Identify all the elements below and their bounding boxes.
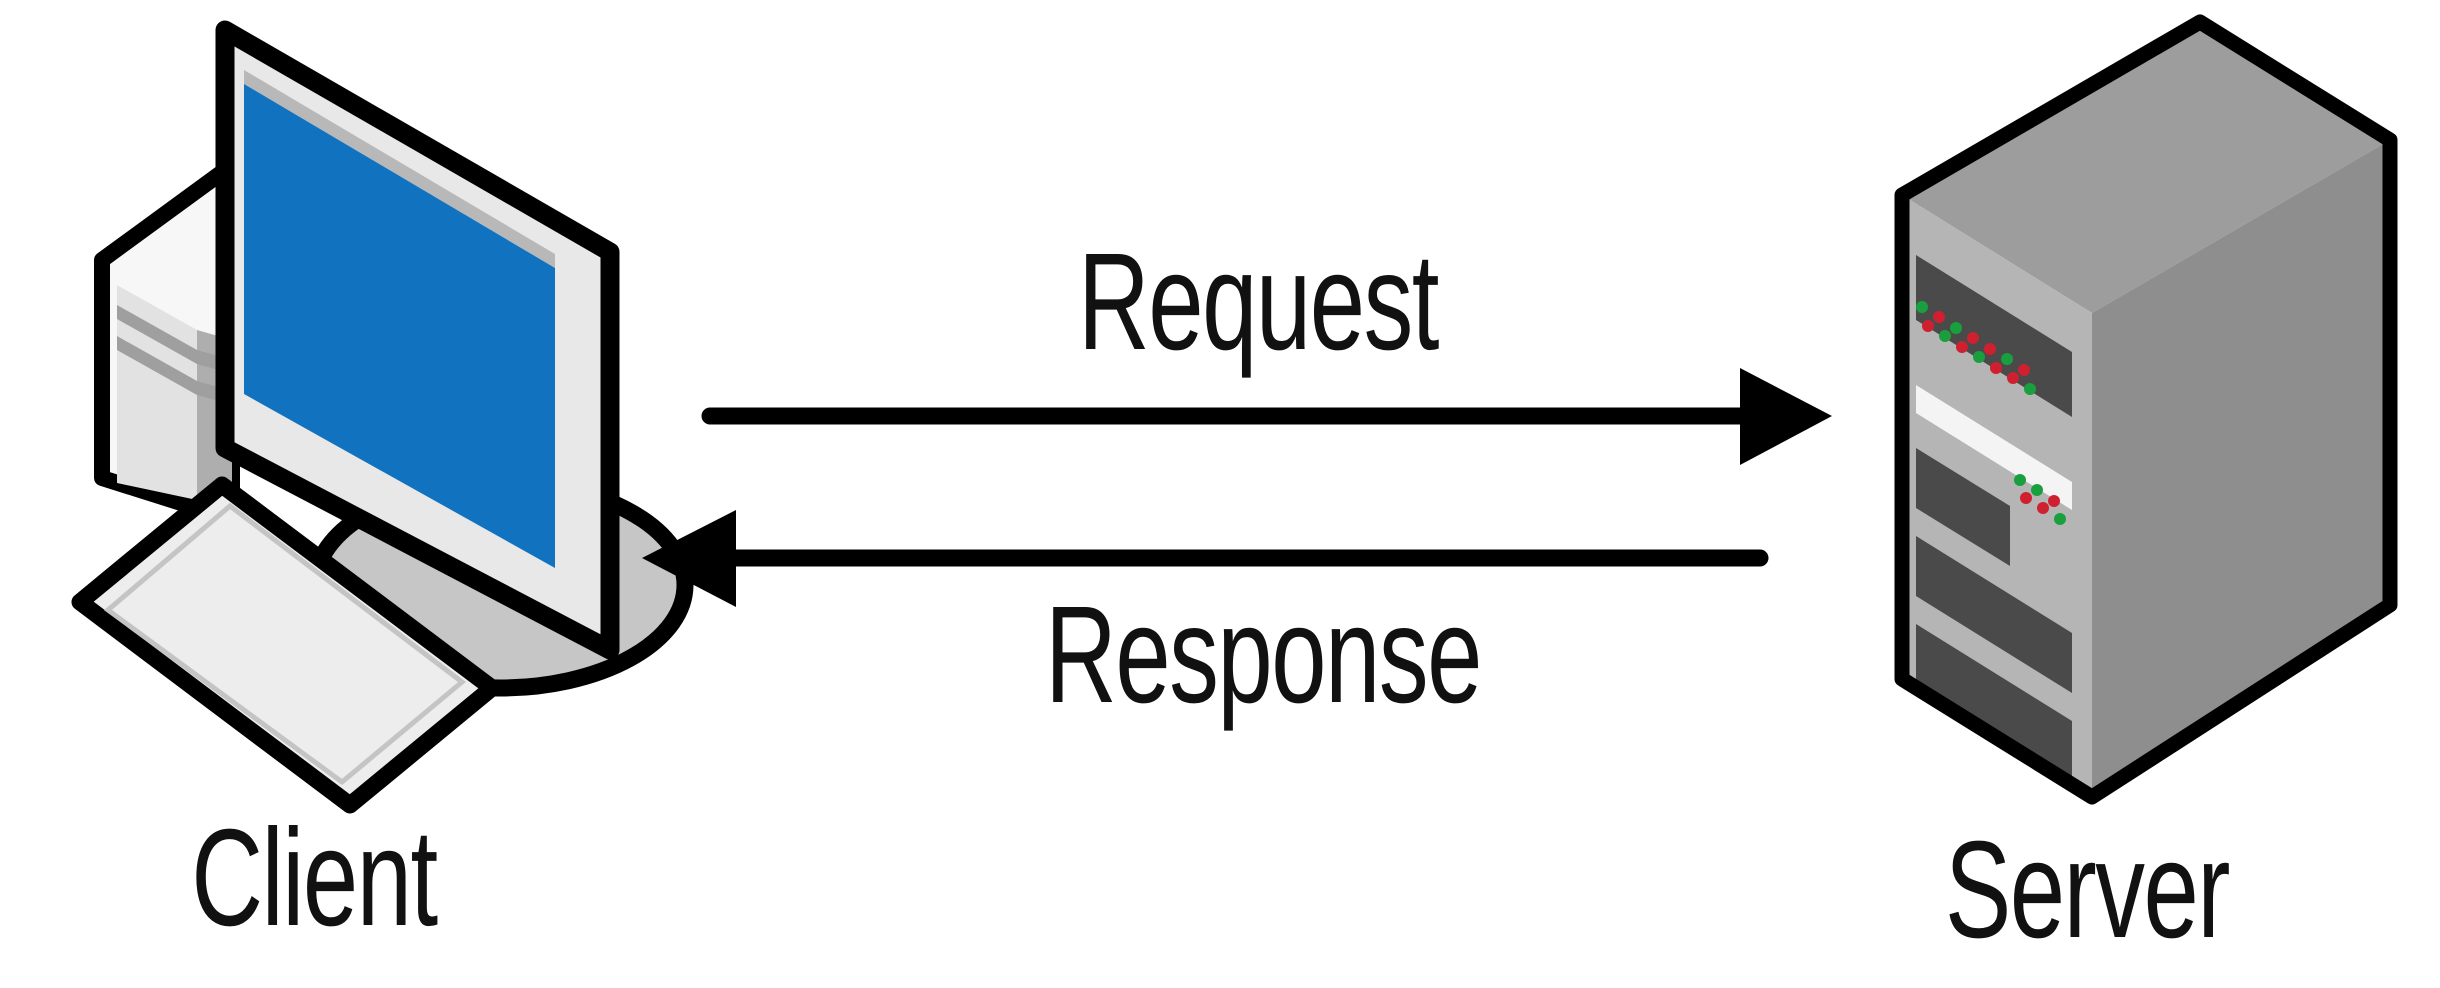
server-top-face	[1902, 22, 2390, 313]
request-arrow-label: Request	[1078, 225, 1439, 379]
monitor	[215, 20, 620, 660]
computer-tower	[94, 157, 240, 516]
request-arrow	[701, 368, 1832, 465]
server-vent-stripe	[1916, 385, 2072, 510]
monitor-screen	[244, 84, 555, 568]
server-slot	[1916, 536, 2072, 693]
server-slot	[1916, 255, 2072, 417]
server-led-cluster-2	[2014, 474, 2066, 525]
server-slot	[1916, 448, 2010, 566]
server-front-details	[1916, 255, 2072, 781]
request-arrowhead	[1740, 368, 1832, 465]
server-tower-icon	[1894, 14, 2398, 805]
desktop-computer-icon	[71, 20, 694, 814]
server-side-face	[2092, 140, 2390, 797]
response-arrow-label: Response	[1045, 578, 1482, 732]
response-arrowhead	[642, 510, 736, 607]
client-node-label: Client	[191, 801, 438, 955]
server-node-label: Server	[1944, 813, 2230, 967]
response-arrow	[642, 510, 1769, 607]
server-slot	[1916, 624, 2072, 781]
keyboard	[71, 476, 501, 814]
server-led-cluster-1	[1916, 301, 2036, 395]
